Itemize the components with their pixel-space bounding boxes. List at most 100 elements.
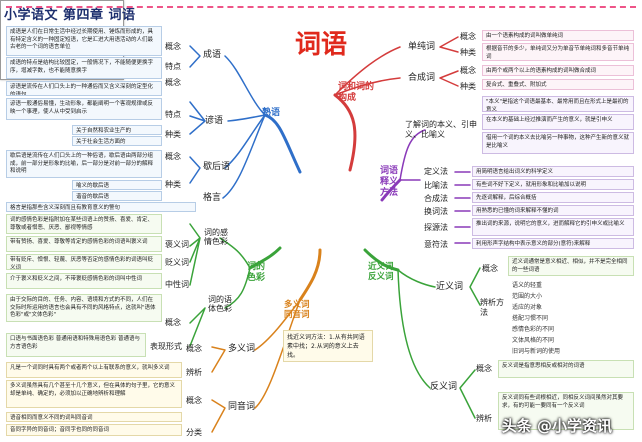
label-chengyu-tedian: 特点 [165, 62, 181, 71]
node-intro: 了解词的本义、引申义、比喻义 [405, 120, 477, 139]
text-benyi: "本义"是指这个词语最基本、最常用而且在形式上是最初的意义 [482, 96, 634, 112]
text-xiehouyu-zhonglei-2: 谐音的歇后语 [72, 191, 162, 201]
method-1-name: 比喻法 [424, 181, 448, 190]
label-xiehouyu-gainian: 概念 [165, 152, 181, 161]
label-yuti-biaoxian: 表现形式 [150, 342, 182, 351]
jinyi-method-0: 语义的轻重 [512, 282, 543, 289]
node-jinyi: 近义词 [436, 282, 464, 292]
method-2-name: 合成法 [424, 194, 448, 203]
label-bianyi: 贬义词 [165, 258, 189, 267]
method-0-name: 定义法 [424, 167, 448, 176]
label-danchun-zhonglei: 种类 [460, 48, 476, 57]
jinyi-method-5: 文体风格的不同 [512, 337, 555, 344]
text-duoyi-gainian: 凡是一个词同时具有两个或者两个以上有联系的意义，就叫多义词 [6, 362, 182, 378]
text-danchun-zhonglei: 根据音节的多少，单纯词又分为单音节单纯词和多音节单纯词 [482, 43, 634, 61]
node-yuti: 词的语体色彩 [208, 295, 232, 313]
text-chengyu-gainian: 成语是人们在日常生活中经过长期使用、锤炼而形成的，具有特定含义的一种固定短语，它… [6, 26, 162, 56]
label-chengyu-gainian: 概念 [165, 42, 181, 51]
text-chengyu-tedian: 成语的特点是结构比较固定，一般情况下，不能随便更换字序，增减字数，也不能随意换字 [6, 57, 162, 79]
watermark: 头条 @小学资讯 [501, 417, 612, 435]
text-xiehouyu-zhonglei-1: 喻义的歇后语 [72, 180, 162, 190]
label-yanyu-zhonglei: 种类 [165, 130, 181, 139]
method-1-text: 有些词不好下定义，就用形象和比喻加以说明 [472, 179, 634, 190]
node-ganqing: 词的感情色彩 [204, 228, 228, 246]
label-danchun-gainian: 概念 [460, 32, 476, 41]
method-5-text: 利用形声字结构中表示意义的部分(意符)来解释 [472, 238, 634, 249]
text-baoyi: 带有赞扬、喜爱、尊敬等肯定的感情色彩的词语叫褒义词 [6, 236, 162, 252]
node-danchun: 单纯词 [408, 42, 436, 52]
center-word: 词语 [294, 30, 347, 60]
connector-goucheng [333, 93, 357, 172]
text-tongyin-fenlei: 音同字异的同音词；音同字也同的同音词 [6, 424, 182, 436]
text-hecheng-zhonglei: 复合式、重叠式、附加式 [482, 79, 634, 90]
label-yanyu-tedian: 特点 [165, 110, 181, 119]
jinyi-method-3: 搭配习惯不同 [512, 315, 549, 322]
text-bianyi: 带有贬斥、憎恨、轻蔑、厌恶等否定的感情色彩的词语叫贬义词 [6, 254, 162, 270]
center-decoration [6, 6, 636, 14]
jinyi-method-4: 感情色彩的不同 [512, 326, 555, 333]
node-duoyi: 多义词 [228, 344, 256, 354]
connector-secai [248, 246, 282, 270]
connector-shuyu [263, 113, 302, 174]
node-hecheng: 合成词 [408, 73, 436, 83]
text-tongyin-gainian: 语音相同而意义不同的词叫同音词 [6, 412, 182, 422]
text-hecheng-gainian: 由两个或两个以上的语素构成的词叫做合成词 [482, 65, 634, 76]
label-tongyin-fenlei: 分类 [186, 428, 202, 437]
text-yanyu-zhonglei-2: 关于社会生活方面的 [72, 136, 162, 146]
label-duoyi-gainian: 概念 [186, 344, 202, 353]
text-jinyi-gainian: 近义词通常是意义相近、相似，并不是完全相同的一些词语 [508, 256, 634, 276]
method-4-name: 探源法 [424, 223, 448, 232]
branch-shuyu: 熟语 [262, 108, 281, 118]
text-yuti-gainian: 由于交际的目的、任务、内容、语境和方式的不同，人们在交际时所运用的语言也会具有不… [6, 294, 162, 322]
label-hecheng-zhonglei: 种类 [460, 82, 476, 91]
note-find-synonym: 找近义词方法：1.从有共同语素中找；2.从词的意义上去找。 [283, 330, 373, 362]
label-jinyi-gainian: 概念 [482, 264, 498, 273]
node-xiehouyu: 歇后语 [203, 162, 231, 172]
node-tongyin: 同音词 [228, 402, 256, 412]
page-title: 小学语文 第四章 词语 [4, 8, 136, 23]
text-ganqing: 词的感情色彩是指附加在某些词语上的赞扬、喜爱、肯定、尊敬或者憎恶、厌恶、鄙视等情… [6, 214, 162, 234]
method-5-name: 意符法 [424, 240, 448, 249]
branch-shiyi: 词语释义方法 [380, 166, 399, 198]
text-yanyu-tedian: 谚语一般通俗易懂，生动形象，都能阐明一个客观规律或反映一个事理，使人从中受到启示 [6, 98, 162, 120]
method-4-text: 推出词的来源，说明它的意义，进而解释它的引申义或比喻义 [472, 218, 634, 236]
jinyi-method-2: 适应的对象 [512, 304, 543, 311]
label-zhongxing: 中性词 [165, 280, 189, 289]
branch-jinfan: 近义词 反义词 [368, 262, 394, 282]
text-yanyu-gainian: 谚语是流传在人们口头上的一种通俗而又含义深刻的定型化的语句 [6, 81, 162, 96]
method-0-text: 用简明语言给出词义的科学定义 [472, 166, 634, 177]
text-geyan: 格言是指那些含义深刻而且有教育意义的警句 [6, 202, 196, 212]
branch-duoyi-tongyin: 多义词 同音词 [284, 300, 310, 320]
text-biyu: 借用一个词的本义去比喻另一种事物，这种产生新的意义就是比喻义 [482, 132, 634, 154]
jinyi-method-1: 范围的大小 [512, 293, 543, 300]
text-duoyi-bianxi: 多义词虽然具有几个甚至十几个意义，但在具体的句子里，它的意义却是单纯、确定的，必… [6, 380, 182, 408]
text-yuti-biaoxian: 口语与书面语色彩 普通用语和特殊用语色彩 普通语与方言语色彩 [6, 333, 146, 357]
label-jinyi-bianxi: 辨析方法 [480, 298, 504, 317]
text-fanyi-bianxi: 反义词同有些词根相近，同相反义词间虽然对其要求，有的可能一要同有一个反义词 [498, 392, 634, 430]
text-fanyi-gainian: 反义词是指意思相反或相对的词语 [498, 360, 634, 378]
label-duoyi-bianxi: 辨析 [186, 368, 202, 377]
label-yuti-gainian: 概念 [165, 318, 181, 327]
text-danchun-gainian: 由一个语素构成的词叫做单纯词 [482, 30, 634, 41]
node-yanyu: 谚语 [205, 116, 224, 126]
text-yinshen: 在本义的基础上经过推演而产生的意义，就是引申义 [482, 114, 634, 130]
connector-duoyi [298, 248, 322, 302]
label-yanyu-gainian: 概念 [165, 78, 181, 87]
label-hecheng-gainian: 概念 [460, 66, 476, 75]
label-fanyi-bianxi: 辨析 [476, 414, 492, 423]
method-3-text: 用熟悉的已懂的词来解释不懂的词 [472, 205, 634, 216]
method-2-text: 先逐词解释，后综合概括 [472, 192, 634, 203]
label-tongyin-gainian: 概念 [186, 396, 202, 405]
method-3-name: 换词法 [424, 207, 448, 216]
branch-secai: 词的色彩 [247, 262, 266, 283]
label-fanyi-gainian: 概念 [476, 364, 492, 373]
node-chengyu: 成语 [203, 50, 222, 60]
label-xiehouyu-zhonglei: 种类 [165, 180, 181, 189]
text-zhongxing: 介于褒义和贬义之间，不带褒贬感情色彩的词叫中性词 [6, 273, 162, 289]
label-baoyi: 褒义词 [165, 240, 189, 249]
node-fanyi: 反义词 [430, 382, 458, 392]
connector-shiyi [380, 178, 402, 202]
branch-goucheng: 词和词的构成 [338, 82, 375, 103]
connector-jinfan [363, 248, 400, 272]
